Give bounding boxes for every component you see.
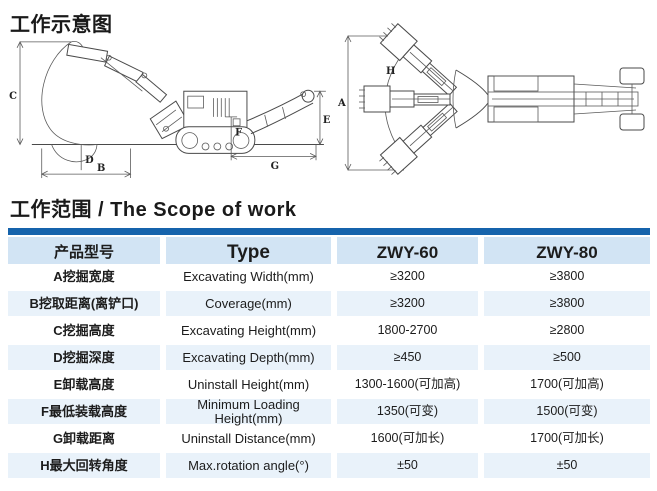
spec-name-zh: G卸载距离 [8,426,160,451]
table-header-zwy60: ZWY-60 [337,237,478,268]
spec-value-zwy80: ≥500 [484,345,650,370]
scope-section-title: 工作范围 / The Scope of work [10,199,297,221]
dim-label-F: F [235,128,242,139]
table-header-type: Type [166,237,331,268]
spec-value-zwy60: ±50 [337,453,478,478]
spec-value-zwy80: ≥3800 [484,264,650,289]
conveyor-tail-top [573,67,645,131]
dim-label-A: A [337,98,346,109]
spec-name-zh: F最低装载高度 [8,399,160,424]
spec-name-en: Excavating Depth(mm) [166,345,331,370]
spec-value-zwy60: 1300-1600(可加高) [337,372,478,397]
spec-name-zh: E卸载高度 [8,372,160,397]
spec-name-en: Coverage(mm) [166,291,331,316]
dim-F: F [225,116,242,145]
dim-label-C: C [9,91,17,102]
spec-value-zwy80: 1700(可加高) [484,372,650,397]
spec-value-zwy80: ≥3800 [484,291,650,316]
spec-name-en: Max.rotation angle(°) [166,453,331,478]
arm-position-center [358,85,451,113]
diagram-section-title: 工作示意图 [10,14,113,36]
dim-E: E [314,90,331,146]
dim-label-H: H [386,66,395,77]
spec-name-en: Minimum Loading Height(mm) [166,398,331,425]
table-top-bar [8,228,650,235]
dim-G: G [230,144,317,172]
spec-name-zh: D挖掘深度 [8,345,160,370]
spec-value-zwy60: ≥450 [337,345,478,370]
spec-name-en: Excavating Width(mm) [166,264,331,289]
dig-envelope [41,41,98,146]
spec-value-zwy60: 1600(可加长) [337,426,478,451]
spec-value-zwy80: 1700(可加长) [484,426,650,451]
spec-name-en: Uninstall Height(mm) [166,372,331,397]
spec-name-zh: A挖掘宽度 [8,264,160,289]
side-view-drawing: C D B F [4,34,334,182]
table-header-zwy80: ZWY-80 [484,237,650,268]
dim-label-D: D [85,155,94,166]
excavator-arm [66,43,168,103]
spec-value-zwy60: ≥3200 [337,264,478,289]
spec-name-en: Uninstall Distance(mm) [166,426,331,451]
spec-value-zwy80: 1500(可变) [484,399,650,424]
conveyor-boom [246,89,315,135]
scope-of-work-table: 产品型号 Type ZWY-60 ZWY-80 A挖掘宽度 Excavating… [8,237,650,478]
dim-D: D [80,144,94,171]
spec-value-zwy60: 1350(可变) [337,399,478,424]
table-header-product-model: 产品型号 [8,237,160,268]
spec-value-zwy80: ±50 [484,453,650,478]
side-view-svg: C D B F [9,41,331,179]
dim-label-E: E [323,115,331,126]
dim-label-B: B [97,163,105,174]
dig-depth-curve [51,144,98,163]
spec-name-zh: C挖掘高度 [8,318,160,343]
top-view-svg: A H [337,22,645,179]
spec-name-zh: B挖取距离(离铲口) [8,291,160,316]
top-view-drawing: A H [334,22,654,182]
spec-name-zh: H最大回转角度 [8,453,160,478]
spec-value-zwy80: ≥2800 [484,318,650,343]
machine-frame-top [487,75,639,123]
spec-value-zwy60: ≥3200 [337,291,478,316]
spec-name-en: Excavating Height(mm) [166,318,331,343]
crawler-track [175,126,256,154]
apron-fan [452,69,489,129]
machine-body [183,90,248,132]
dim-label-G: G [271,161,279,172]
spec-value-zwy60: 1800-2700 [337,318,478,343]
dim-C: C [9,41,72,146]
dim-B: B [40,148,132,179]
